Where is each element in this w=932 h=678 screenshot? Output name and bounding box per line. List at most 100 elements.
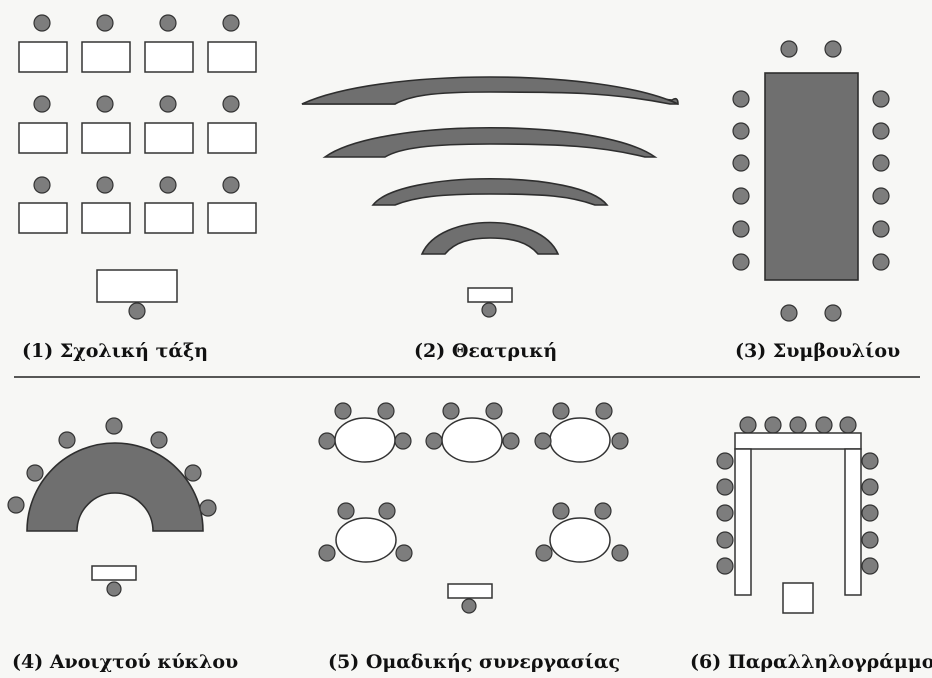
teacher-seat [128, 302, 146, 320]
side-seat [872, 90, 890, 108]
student-seat [222, 14, 240, 32]
presenter-desk [447, 583, 493, 599]
student-seat [33, 176, 51, 194]
student-desk [18, 202, 68, 234]
top-seat [764, 416, 782, 434]
circle-seat [184, 464, 202, 482]
theater-row-3 [371, 178, 609, 206]
circle-seat [150, 431, 168, 449]
boardroom-layout [732, 40, 890, 322]
student-seat [159, 14, 177, 32]
group-seat [611, 544, 629, 562]
student-desk [81, 202, 131, 234]
group-table [335, 517, 397, 563]
side-seat [716, 504, 734, 522]
circle-seat [105, 417, 123, 435]
student-seat [222, 176, 240, 194]
circle-seat [58, 431, 76, 449]
student-seat [33, 14, 51, 32]
side-seat [872, 187, 890, 205]
group-seat [442, 402, 460, 420]
group-seat [337, 502, 355, 520]
side-seat [872, 122, 890, 140]
top-seat [739, 416, 757, 434]
theater-row-1 [301, 76, 679, 105]
top-seat [815, 416, 833, 434]
student-desk [18, 41, 68, 73]
presenter-seat [106, 581, 122, 597]
top-seat [789, 416, 807, 434]
group-seat [394, 432, 412, 450]
student-seat [159, 176, 177, 194]
student-seat [222, 95, 240, 113]
group-seat [425, 432, 443, 450]
side-seat [872, 253, 890, 271]
right-table [844, 448, 862, 596]
student-desk [207, 202, 257, 234]
classroom-layout [18, 14, 257, 320]
side-seat [861, 452, 879, 470]
student-desk [144, 202, 194, 234]
side-seat [732, 253, 750, 271]
student-desk [18, 122, 68, 154]
student-seat [96, 95, 114, 113]
group-seat [318, 544, 336, 562]
side-seat [716, 452, 734, 470]
top-seat [839, 416, 857, 434]
group-seat [485, 402, 503, 420]
head-seat [780, 304, 798, 322]
side-seat [861, 478, 879, 496]
head-seat [824, 304, 842, 322]
student-seat [33, 95, 51, 113]
group-seat [318, 432, 336, 450]
group-seat [552, 502, 570, 520]
side-seat [861, 504, 879, 522]
side-seat [716, 478, 734, 496]
theater-row-2 [322, 127, 658, 158]
parallelogram-layout [716, 416, 879, 614]
presenter-seat [461, 598, 477, 614]
student-seat [159, 95, 177, 113]
caption-boardroom: (3) Συμβουλίου [735, 340, 900, 362]
top-table [734, 432, 862, 450]
theater-row-4 [420, 221, 560, 255]
head-seat [780, 40, 798, 58]
group-seat [535, 544, 553, 562]
head-seat [824, 40, 842, 58]
group-seat [534, 432, 552, 450]
group-table [549, 417, 611, 463]
group-seat [552, 402, 570, 420]
presenter-seat [481, 302, 497, 318]
group-table [334, 417, 396, 463]
theater-layout [301, 76, 679, 318]
group-seat [502, 432, 520, 450]
student-seat [96, 14, 114, 32]
group-seat [595, 402, 613, 420]
side-seat [861, 557, 879, 575]
open-circle-layout [7, 417, 217, 597]
group-seat [334, 402, 352, 420]
group-seat [395, 544, 413, 562]
circle-seat [26, 464, 44, 482]
presenter-desk [467, 287, 513, 303]
side-seat [716, 531, 734, 549]
group-table [441, 417, 503, 463]
presenter-desk [91, 565, 137, 581]
caption-classroom: (1) Σχολική τάξη [22, 340, 208, 362]
side-seat [732, 154, 750, 172]
circle-seat [7, 496, 25, 514]
group-table [549, 517, 611, 563]
group-seat [377, 402, 395, 420]
student-desk [207, 41, 257, 73]
side-seat [732, 220, 750, 238]
student-desk [144, 122, 194, 154]
circle-seat [199, 499, 217, 517]
boardroom-table [764, 72, 859, 281]
group-work-layout [318, 402, 629, 614]
side-seat [732, 90, 750, 108]
caption-open-circle: (4) Ανοιχτού κύκλου [12, 651, 238, 673]
student-desk [207, 122, 257, 154]
student-desk [81, 41, 131, 73]
